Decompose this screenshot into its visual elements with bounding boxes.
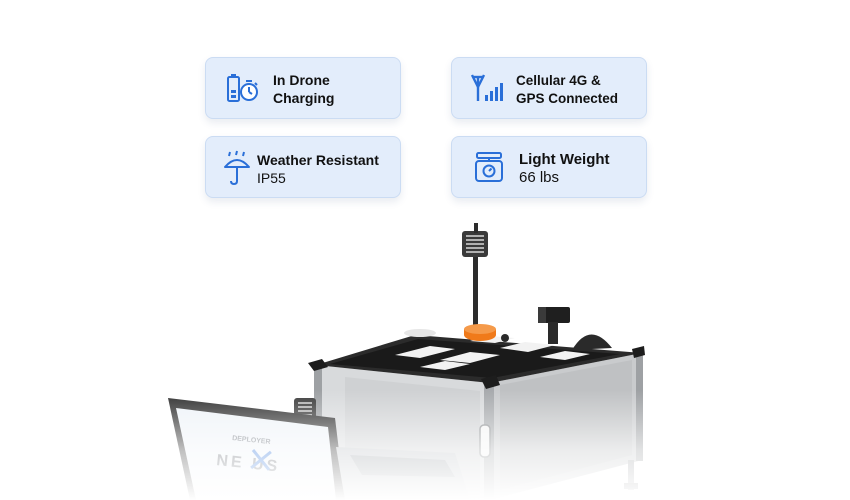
weighing-scale-icon [474, 151, 504, 188]
umbrella-rain-icon [223, 150, 251, 191]
feature-subtitle: 66 lbs [519, 169, 560, 186]
feature-subtitle: IP55 [257, 170, 286, 186]
dome-sensor [572, 334, 612, 350]
antenna-mast [462, 223, 496, 341]
camera-module [538, 307, 570, 344]
feature-title: Weather Resistant [257, 152, 379, 168]
feature-subtitle: GPS Connected [516, 91, 619, 106]
feature-subtitle: Charging [273, 90, 335, 106]
feature-card-charging: In Drone Charging [205, 57, 401, 119]
feature-title: Cellular 4G & [516, 73, 601, 88]
feature-title: In Drone [273, 72, 330, 88]
feature-title: Light Weight [519, 151, 610, 168]
feature-card-cellular: Cellular 4G & GPS Connected [451, 57, 647, 119]
feature-card-weather: Weather Resistant IP55 [205, 136, 401, 198]
feature-card-weight: Light Weight 66 lbs [451, 136, 647, 198]
docking-station-illustration: DEPLOYER NE US [168, 223, 645, 500]
cellular-signal-icon [470, 73, 504, 108]
battery-stopwatch-icon [226, 71, 260, 110]
side-button [501, 334, 509, 342]
